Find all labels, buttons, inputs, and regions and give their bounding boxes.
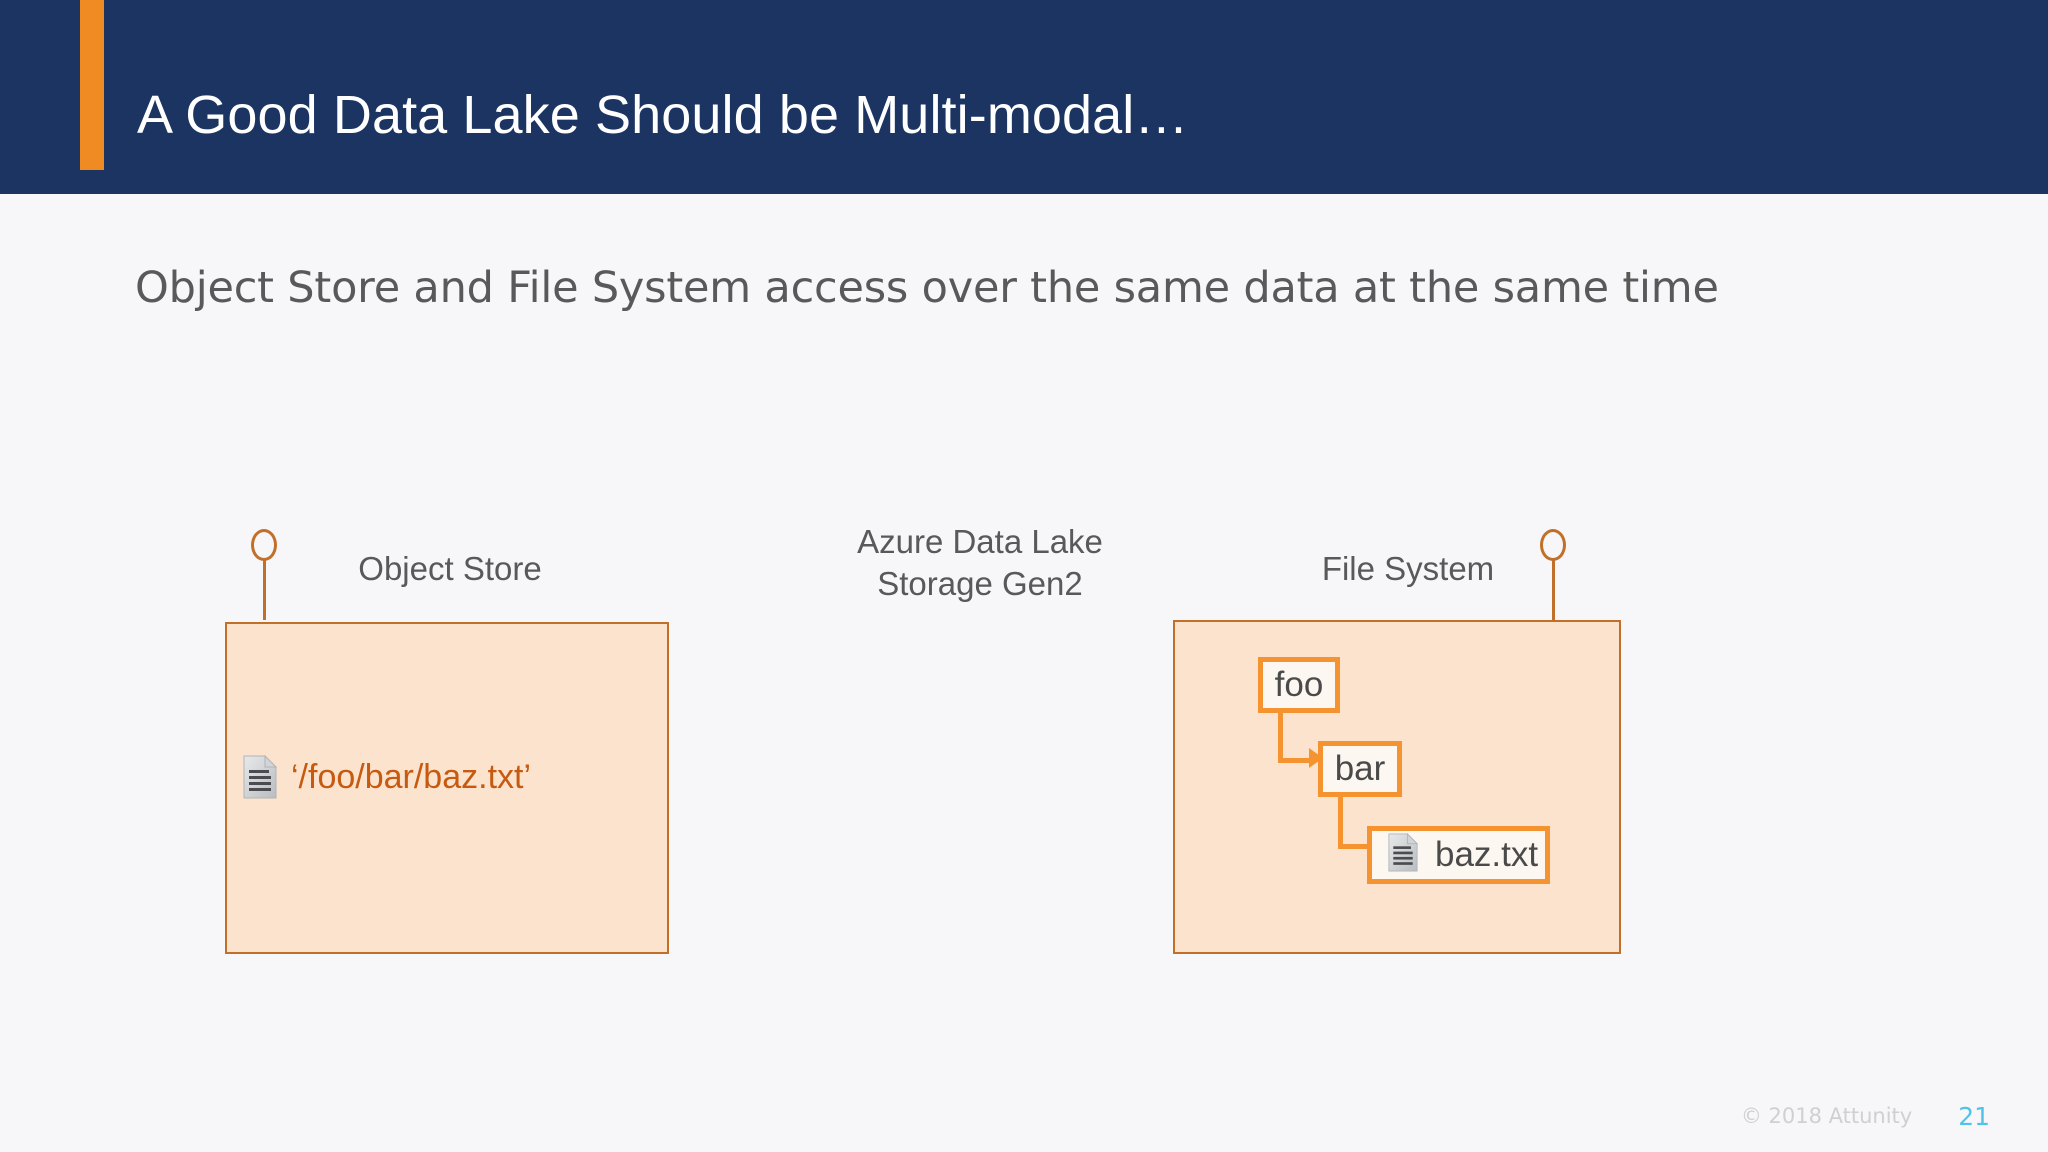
page-title: A Good Data Lake Should be Multi-modal… xyxy=(137,85,1189,145)
interface-circle-icon xyxy=(1540,529,1566,561)
page-number: 21 xyxy=(1958,1101,1990,1131)
object-store-label: Object Store xyxy=(358,550,542,587)
tree-node-label: baz.txt xyxy=(1435,835,1539,874)
object-store-path-text: ‘/foo/bar/baz.txt’ xyxy=(291,757,532,796)
interface-circle-icon xyxy=(251,529,277,561)
lollipop-interface-icon xyxy=(243,529,287,639)
lollipop-interface-icon xyxy=(1532,529,1576,639)
file-document-icon xyxy=(243,755,277,799)
interface-stem-icon xyxy=(263,560,266,620)
file-system-label: File System xyxy=(1321,550,1495,587)
interface-stem-icon xyxy=(1552,560,1555,620)
tree-node-bar: bar xyxy=(1318,741,1402,797)
object-store-path-row: ‘/foo/bar/baz.txt’ xyxy=(243,755,531,799)
slide-subtitle: Object Store and File System access over… xyxy=(135,263,1719,313)
object-store-container xyxy=(225,622,669,954)
tree-node-foo: foo xyxy=(1258,657,1340,713)
file-document-icon xyxy=(1388,833,1422,877)
tree-node-label: bar xyxy=(1334,749,1386,788)
header-accent-bar xyxy=(80,0,104,170)
slide-header-band: A Good Data Lake Should be Multi-modal… xyxy=(0,0,2048,194)
tree-node-label: foo xyxy=(1274,665,1324,704)
diagram-center-label: Azure Data Lake Storage Gen2 xyxy=(857,523,1103,602)
slide-footer: © 2018 Attunity 21 xyxy=(0,1096,2048,1136)
copyright-notice: © 2018 Attunity xyxy=(1740,1104,1913,1128)
tree-node-baz-txt: baz.txt xyxy=(1367,826,1550,884)
